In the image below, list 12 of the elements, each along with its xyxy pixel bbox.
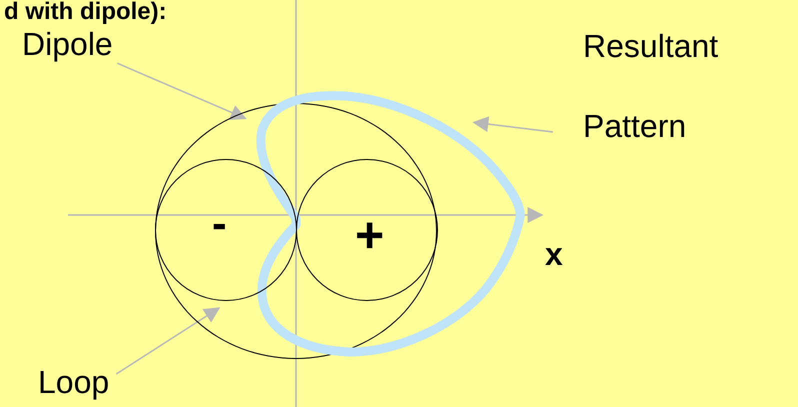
heading-text: d with dipole): — [4, 0, 167, 24]
callout-label: Resultant Pattern — [583, 27, 720, 146]
axis-label: x — [545, 238, 563, 270]
callout-label: Dipole — [22, 28, 113, 60]
callout-label: Loop — [38, 366, 110, 398]
leader-line — [472, 116, 554, 133]
leader-line — [116, 307, 220, 375]
circle-outline — [296, 159, 438, 301]
leader-line — [116, 62, 247, 120]
circle-outline — [155, 103, 437, 359]
polarity-sign: + — [355, 210, 384, 260]
polarity-sign: - — [212, 202, 227, 246]
